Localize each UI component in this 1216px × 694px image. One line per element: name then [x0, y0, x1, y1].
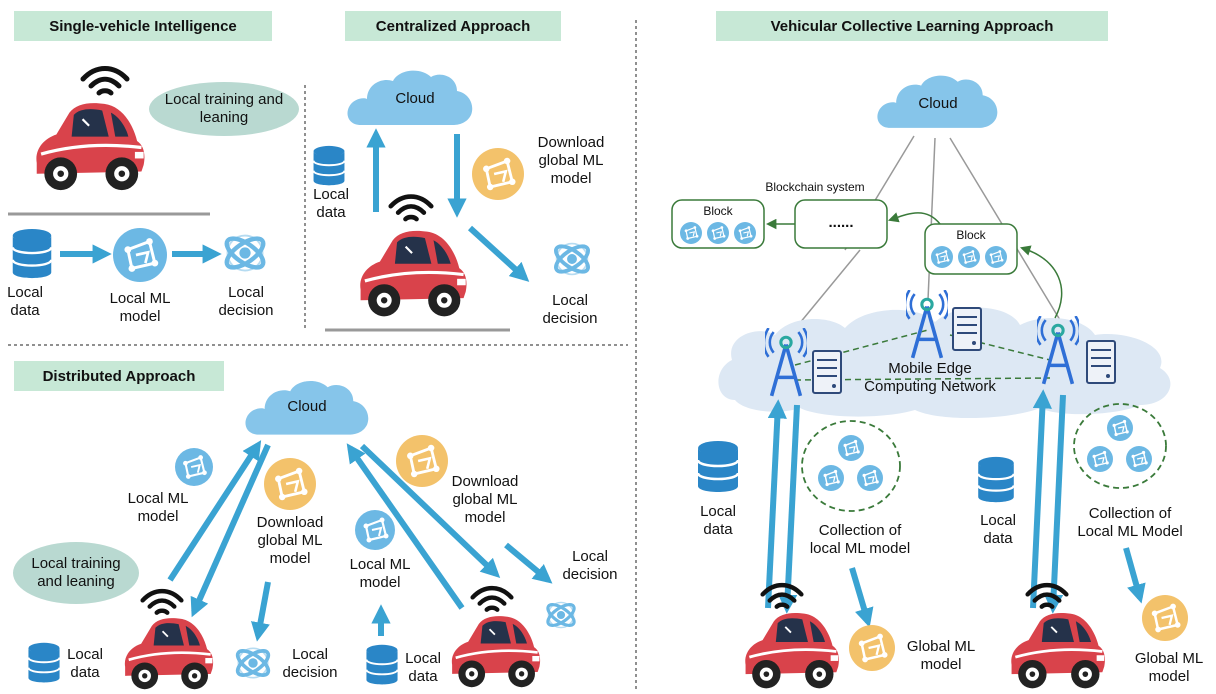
- car-icon: [34, 101, 147, 192]
- car-icon: [1009, 611, 1107, 690]
- ml-model-icon: [355, 510, 395, 550]
- ml-model-icon: [1107, 415, 1133, 441]
- database-icon: [696, 440, 740, 494]
- car-icon: [743, 611, 841, 690]
- collective-cloud-label: Cloud: [918, 95, 958, 112]
- ml-model-icon: [857, 465, 883, 491]
- wifi-icon: [83, 69, 127, 94]
- block-icon: [707, 222, 729, 244]
- training-bubble: [13, 542, 139, 604]
- wifi-icon: [391, 197, 431, 220]
- database-icon: [365, 644, 399, 686]
- block-dots-label: ......: [828, 214, 854, 231]
- database-icon: [27, 642, 61, 684]
- block-icon: [680, 222, 702, 244]
- ml-model-icon: [1087, 446, 1113, 472]
- server-icon: [1086, 340, 1116, 384]
- distributed-cloud-label: Cloud: [287, 398, 327, 415]
- car-icon: [123, 616, 215, 691]
- block-icon: [958, 246, 980, 268]
- atom-decision-icon: [543, 599, 579, 631]
- ml-model-icon: [818, 465, 844, 491]
- ml-model-icon: [1142, 595, 1188, 641]
- header-single: Single-vehicle Intelligence: [14, 11, 272, 41]
- block-icon: [734, 222, 756, 244]
- ml-model-icon: [113, 228, 167, 282]
- centralized-cloud-label: Cloud: [395, 90, 435, 107]
- training-bubble: [149, 82, 299, 136]
- ml-model-icon: [264, 458, 316, 510]
- header-centralized: Centralized Approach: [345, 11, 561, 41]
- car-icon: [358, 229, 469, 319]
- ml-model-icon: [1126, 446, 1152, 472]
- car-icon: [450, 614, 542, 689]
- collection-left: [801, 420, 901, 512]
- wifi-icon: [143, 591, 182, 613]
- atom-decision-icon: [222, 233, 268, 273]
- header-collective: Vehicular Collective Learning Approach: [716, 11, 1108, 41]
- wifi-icon: [473, 588, 512, 610]
- block-right-label: Block: [956, 228, 986, 242]
- database-icon: [977, 456, 1015, 504]
- server-icon: [812, 350, 842, 394]
- block-icon: [985, 246, 1007, 268]
- database-icon: [312, 145, 346, 187]
- block-icon: [931, 246, 953, 268]
- atom-decision-icon: [550, 239, 594, 279]
- database-icon: [11, 228, 53, 280]
- ml-model-icon: [175, 448, 213, 486]
- ml-model-icon: [838, 435, 864, 461]
- atom-decision-icon: [232, 644, 274, 682]
- ml-model-icon: [472, 148, 524, 200]
- ml-model-icon: [849, 625, 895, 671]
- collection-right: [1073, 403, 1167, 489]
- header-distributed: Distributed Approach: [14, 361, 224, 391]
- blockchain-label: Blockchain system: [765, 180, 865, 194]
- server-icon: [952, 307, 982, 351]
- block-left-label: Block: [703, 204, 733, 218]
